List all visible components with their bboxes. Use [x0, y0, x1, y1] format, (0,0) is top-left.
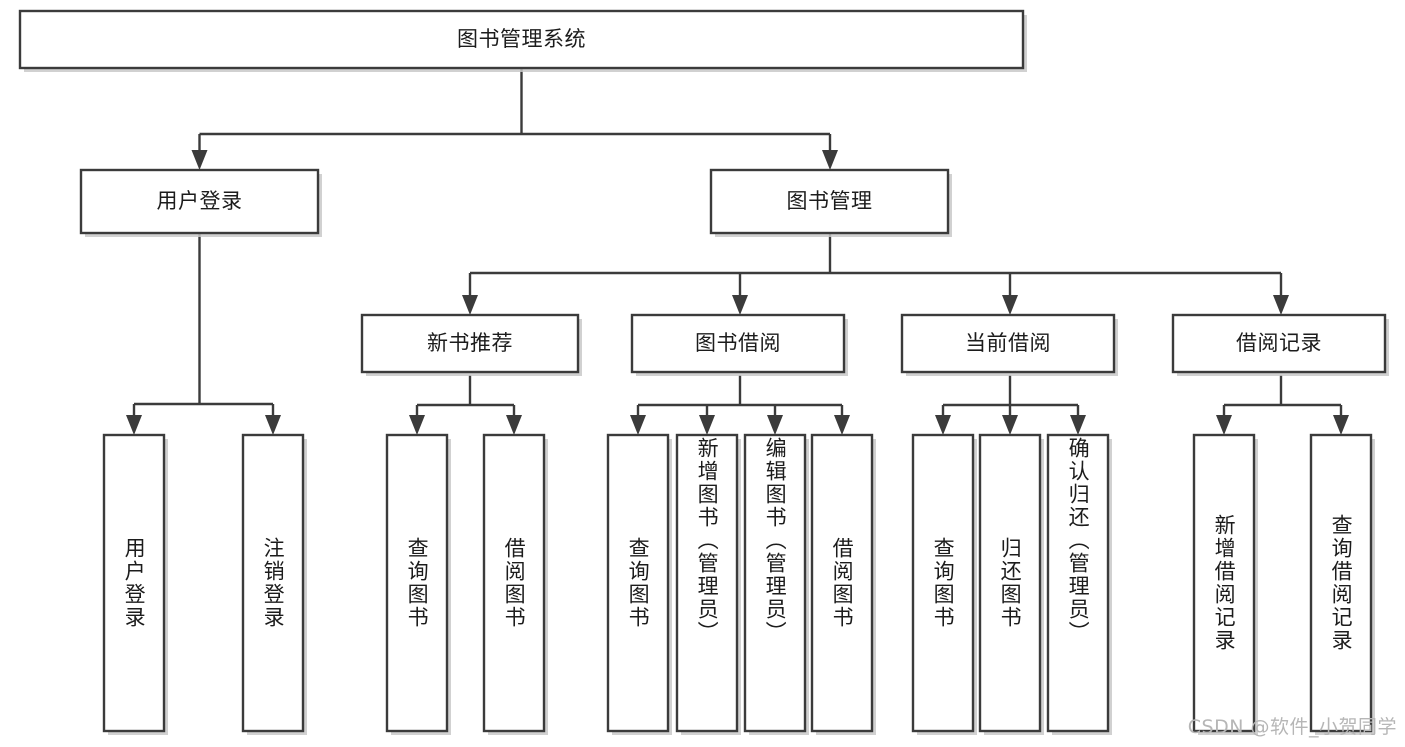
leaf-borrow-book-1-box[interactable] [482, 433, 546, 733]
new-book-rec-label: 新书推荐 [427, 330, 513, 355]
arrow-to-current-borrow [1002, 295, 1018, 315]
leaf-edit-book-box[interactable] [743, 433, 807, 733]
current-borrow-label: 当前借阅 [965, 330, 1051, 355]
book-borrow-label: 图书借阅 [695, 330, 781, 355]
leaf-user-logout-box[interactable] [241, 433, 305, 733]
borrow-record-label: 借阅记录 [1236, 330, 1322, 355]
leaf-query-book-2-box[interactable] [606, 433, 670, 733]
leaf-query-book-3-label: 查询图书 [931, 537, 956, 629]
arrow-to-leaf-user-logout [265, 415, 281, 435]
arrow-to-leaf-return-book [1002, 415, 1018, 435]
leaf-query-book-1-box[interactable] [385, 433, 449, 733]
user-login-label: 用户登录 [156, 188, 243, 213]
leaf-add-book-label: 新增图书（管理员） [695, 437, 720, 644]
arrow-to-leaf-user-login [126, 415, 142, 435]
arrow-to-leaf-query-record [1333, 415, 1349, 435]
leaf-query-record-label: 查询借阅记录 [1329, 514, 1354, 652]
leaf-confirm-return-box[interactable] [1046, 433, 1110, 733]
arrow-to-book-borrow [732, 295, 748, 315]
arrow-to-new-book-rec [462, 295, 478, 315]
root-label: 图书管理系统 [457, 26, 586, 51]
arrow-to-leaf-confirm-return [1070, 415, 1086, 435]
leaf-query-book-1-label: 查询图书 [405, 537, 430, 629]
arrow-to-leaf-borrow-book-2 [834, 415, 850, 435]
arrow-to-leaf-query-book-1 [409, 415, 425, 435]
leaf-borrow-book-2-label: 借阅图书 [830, 537, 855, 629]
connector-group [126, 68, 1349, 435]
leaf-return-book-box[interactable] [978, 433, 1042, 733]
book-manage-label: 图书管理 [786, 188, 873, 213]
leaf-add-record-box[interactable] [1192, 433, 1256, 733]
arrow-to-leaf-query-book-2 [630, 415, 646, 435]
leaf-borrow-book-1-label: 借阅图书 [502, 537, 527, 629]
csdn-watermark: CSDN @软件_小贺同学 [1187, 716, 1397, 738]
leaf-edit-book-label: 编辑图书（管理员） [763, 437, 788, 644]
user-login-box[interactable] [79, 168, 320, 235]
leaf-add-book-box[interactable] [675, 433, 739, 733]
arrow-to-leaf-edit-book [767, 415, 783, 435]
leaf-query-book-3-box[interactable] [911, 433, 975, 733]
arrow-to-leaf-add-record [1216, 415, 1232, 435]
arrow-to-borrow-record [1273, 295, 1289, 315]
arrow-to-leaf-borrow-book-1 [506, 415, 522, 435]
node-box-group [18, 9, 1389, 735]
arrow-to-user-login [191, 150, 208, 170]
arrow-to-leaf-query-book-3 [935, 415, 951, 435]
arrow-to-leaf-add-book [699, 415, 715, 435]
leaf-user-login-box[interactable] [102, 433, 166, 733]
leaf-query-record-box[interactable] [1309, 433, 1373, 733]
leaf-borrow-book-2-box[interactable] [810, 433, 874, 733]
current-borrow-box[interactable] [900, 313, 1116, 374]
root-box[interactable] [18, 9, 1025, 70]
leaf-query-book-2-label: 查询图书 [626, 537, 651, 629]
new-book-rec-box[interactable] [360, 313, 580, 374]
book-manage-box[interactable] [709, 168, 950, 235]
leaf-user-login-label: 用户登录 [122, 537, 147, 629]
book-borrow-box[interactable] [630, 313, 846, 374]
leaf-add-record-label: 新增借阅记录 [1212, 514, 1237, 652]
arrow-to-book-manage [822, 150, 838, 170]
leaf-confirm-return-label: 确认归还（管理员） [1066, 437, 1091, 644]
leaf-return-book-label: 归还图书 [998, 537, 1023, 629]
leaf-user-logout-label: 注销登录 [261, 537, 286, 629]
borrow-record-box[interactable] [1171, 313, 1387, 374]
